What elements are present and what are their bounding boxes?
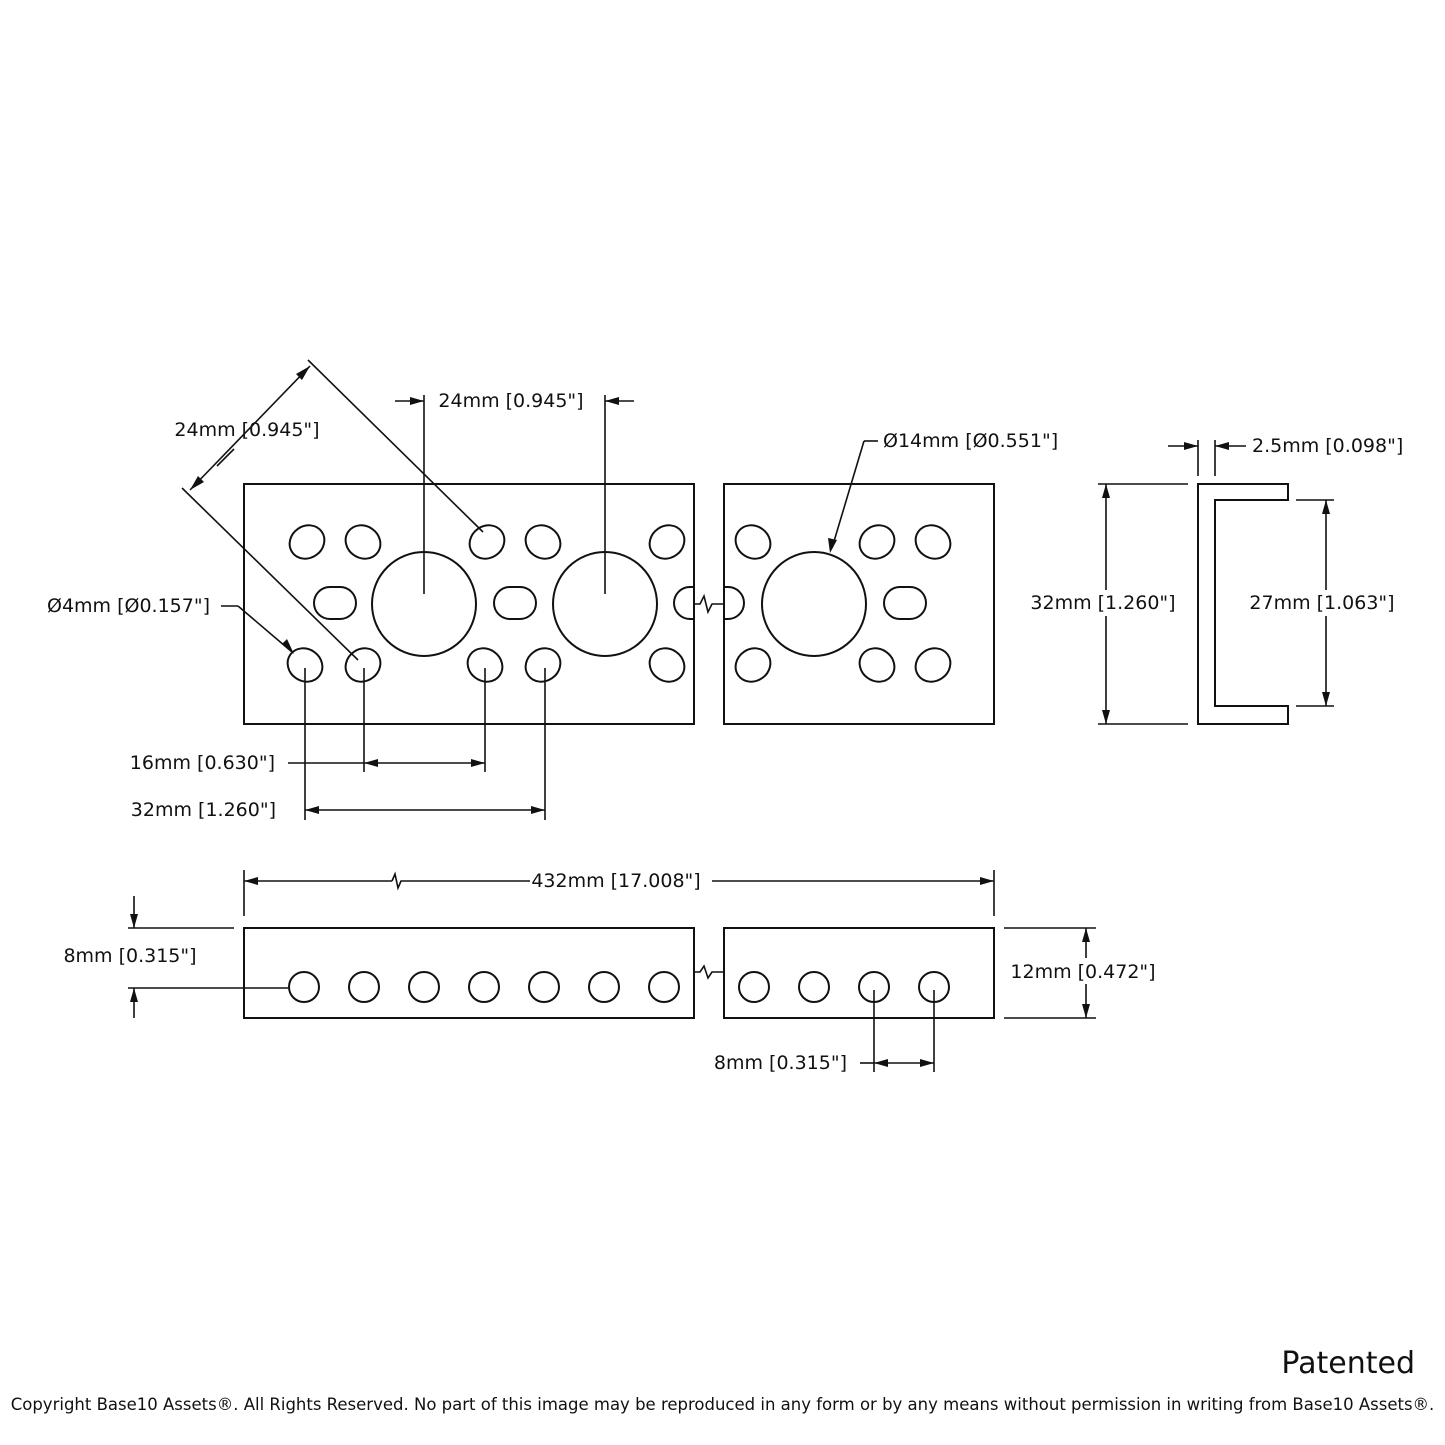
top-view-dimensions: 24mm [0.945"] 24mm [0.945"] Ø14mm [Ø0.55… bbox=[47, 359, 1058, 821]
side-view-right-segment bbox=[723, 927, 995, 1019]
break-symbol bbox=[694, 593, 724, 615]
bottom-row-holes bbox=[286, 647, 952, 683]
copyright-notice: Copyright Base10 Assets®. All Rights Res… bbox=[10, 1395, 1435, 1414]
small-hole-dia-label: Ø4mm [Ø0.157"] bbox=[47, 595, 210, 617]
overall-length-label: 432mm [17.008"] bbox=[531, 870, 700, 892]
side-pitch-label: 8mm [0.315"] bbox=[714, 1052, 847, 1074]
edge-offset-label: 8mm [0.315"] bbox=[63, 945, 196, 967]
side-view-left-segment bbox=[243, 927, 695, 1019]
patented-label: Patented bbox=[1281, 1346, 1415, 1381]
c-channel-profile bbox=[1197, 483, 1289, 725]
wall-thickness-label: 2.5mm [0.098"] bbox=[1252, 435, 1403, 457]
side-holes bbox=[288, 971, 950, 1003]
diagonal-pitch-label: 24mm [0.945"] bbox=[174, 419, 319, 441]
top-view-right-segment bbox=[723, 483, 995, 725]
side-break-symbol bbox=[694, 964, 724, 980]
outer-height-label: 32mm [1.260"] bbox=[1030, 592, 1175, 614]
pitch-32-label: 32mm [1.260"] bbox=[131, 799, 276, 821]
slots bbox=[313, 586, 927, 620]
top-view-left-segment bbox=[243, 483, 695, 725]
pitch-16-label: 16mm [0.630"] bbox=[130, 752, 275, 774]
end-view: 2.5mm [0.098"] 32mm [1.260"] 27mm [1.063… bbox=[1030, 435, 1403, 725]
inner-height-label: 27mm [1.063"] bbox=[1249, 592, 1394, 614]
side-view: 432mm [17.008"] 8mm [0.315"] 12mm [0.472… bbox=[63, 870, 1158, 1074]
center-pitch-label: 24mm [0.945"] bbox=[438, 390, 583, 412]
top-row-holes bbox=[288, 524, 952, 560]
top-view bbox=[243, 483, 995, 725]
large-hole-dia-label: Ø14mm [Ø0.551"] bbox=[883, 430, 1058, 452]
side-height-label: 12mm [0.472"] bbox=[1010, 961, 1155, 983]
